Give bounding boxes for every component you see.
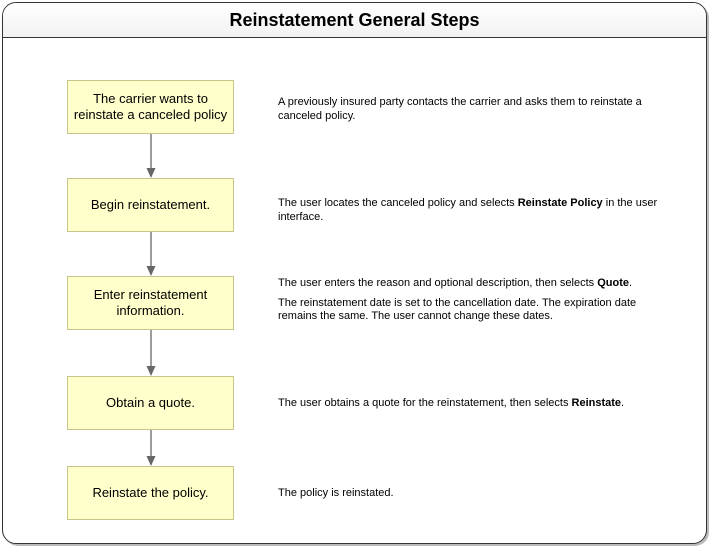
ui-term: Quote — [597, 277, 629, 289]
step-box-1: The carrier wants to reinstate a cancele… — [67, 80, 234, 134]
step-description-4: The user obtains a quote for the reinsta… — [278, 397, 668, 417]
description-paragraph: The reinstatement date is set to the can… — [278, 297, 668, 324]
step-label-2: Begin reinstatement. — [90, 197, 211, 212]
step-box-2: Begin reinstatement. — [67, 178, 234, 232]
ui-term: Reinstate — [571, 397, 622, 409]
step-label-5: Reinstate the policy. — [92, 485, 209, 500]
description-text: The user locates the canceled policy and… — [278, 197, 518, 209]
step-box-3: Enter reinstatement information. — [67, 276, 234, 330]
arrow-head-icon — [146, 456, 156, 466]
description-paragraph: The user obtains a quote for the reinsta… — [278, 397, 668, 411]
ui-term: Reinstate Policy — [517, 197, 603, 209]
description-paragraph: The policy is reinstated. — [278, 487, 668, 501]
description-text: in the user interface. — [278, 197, 658, 223]
description-paragraph: A previously insured party contacts the … — [278, 96, 668, 123]
diagram-title: Reinstatement General Steps — [229, 9, 480, 30]
description-paragraph: The user enters the reason and optional … — [278, 277, 668, 291]
step-label-4: Obtain a quote. — [106, 395, 195, 410]
arrow-head-icon — [146, 266, 156, 276]
description-text: The user obtains a quote for the reinsta… — [278, 397, 572, 409]
description-text: . — [628, 277, 633, 289]
step-description-5: The policy is reinstated. — [278, 487, 668, 507]
description-text: A previously insured party contacts the … — [278, 96, 642, 122]
description-text: The policy is reinstated. — [278, 487, 394, 499]
arrow-head-icon — [146, 366, 156, 376]
step-box-4: Obtain a quote. — [67, 376, 234, 430]
step-label-3: Enter reinstatement information. — [93, 287, 208, 318]
description-text: The user enters the reason and optional … — [278, 277, 598, 289]
description-text: . — [621, 397, 625, 409]
step-description-3: The user enters the reason and optional … — [278, 277, 668, 330]
step-description-1: A previously insured party contacts the … — [278, 96, 668, 129]
description-paragraph: The user locates the canceled policy and… — [278, 197, 668, 224]
description-text: The reinstatement date is set to the can… — [278, 296, 637, 323]
step-description-2: The user locates the canceled policy and… — [278, 197, 668, 230]
title-bar: Reinstatement General Steps — [3, 3, 706, 38]
step-label-1: The carrier wants to reinstate a cancele… — [73, 91, 228, 122]
step-box-5: Reinstate the policy. — [67, 466, 234, 520]
arrow-head-icon — [146, 168, 156, 178]
